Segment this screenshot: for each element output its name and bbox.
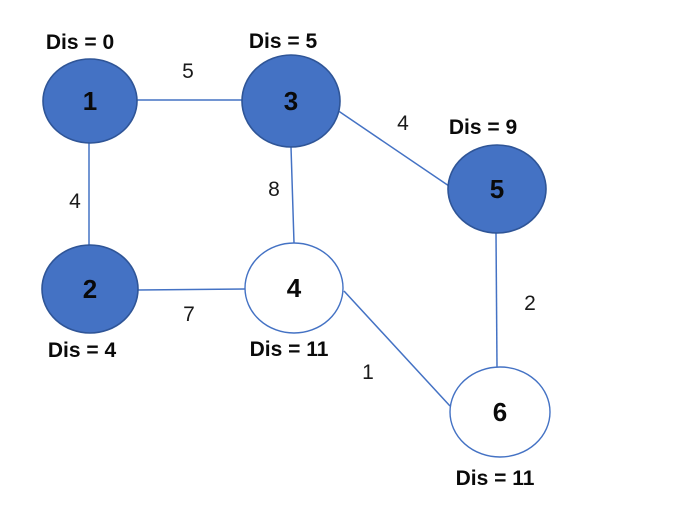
edge-weight-1-2: 4 [69,190,81,213]
node-5-distance-label: Dis = 9 [449,116,517,139]
node-3-distance-label: Dis = 5 [249,30,318,53]
node-2-distance-label: Dis = 4 [48,339,117,362]
edge-5-6 [495,232,498,368]
node-2: 2 Dis = 4 [41,244,139,362]
edge-weights: 5 4 8 4 7 1 2 [69,60,536,384]
node-4-distance-label: Dis = 11 [250,338,329,361]
node-6-circle [449,366,551,458]
node-5: 5 Dis = 9 [447,116,547,234]
node-1: 1 Dis = 0 [42,31,138,144]
node-2-circle [41,244,139,334]
edge-weight-3-5: 4 [397,112,409,135]
edge-weight-5-6: 2 [524,292,536,315]
node-3-label: 3 [284,86,298,116]
edges [88,99,498,407]
node-5-label: 5 [490,174,504,204]
node-4-label: 4 [287,273,302,303]
node-1-circle [42,58,138,144]
node-3-circle [241,54,341,148]
node-4-circle [244,242,344,334]
edge-weight-3-4: 8 [268,178,280,201]
edge-2-4 [137,288,246,291]
edge-3-4 [290,146,295,244]
node-1-label: 1 [83,86,97,116]
node-6: 6 Dis = 11 [449,366,551,490]
edge-weight-2-4: 7 [183,303,195,326]
nodes: 1 Dis = 0 3 Dis = 5 5 Dis = 9 2 Dis = 4 [41,30,551,490]
edge-weight-4-6: 1 [362,361,374,384]
node-4: 4 Dis = 11 [244,242,344,361]
node-3: 3 Dis = 5 [241,30,341,148]
node-6-label: 6 [493,397,507,427]
node-1-distance-label: Dis = 0 [46,31,114,54]
edge-4-6 [343,290,451,407]
edge-weight-1-3: 5 [182,60,194,83]
node-6-distance-label: Dis = 11 [456,467,535,490]
node-2-label: 2 [83,274,97,304]
node-5-circle [447,144,547,234]
edge-3-5 [336,109,450,187]
